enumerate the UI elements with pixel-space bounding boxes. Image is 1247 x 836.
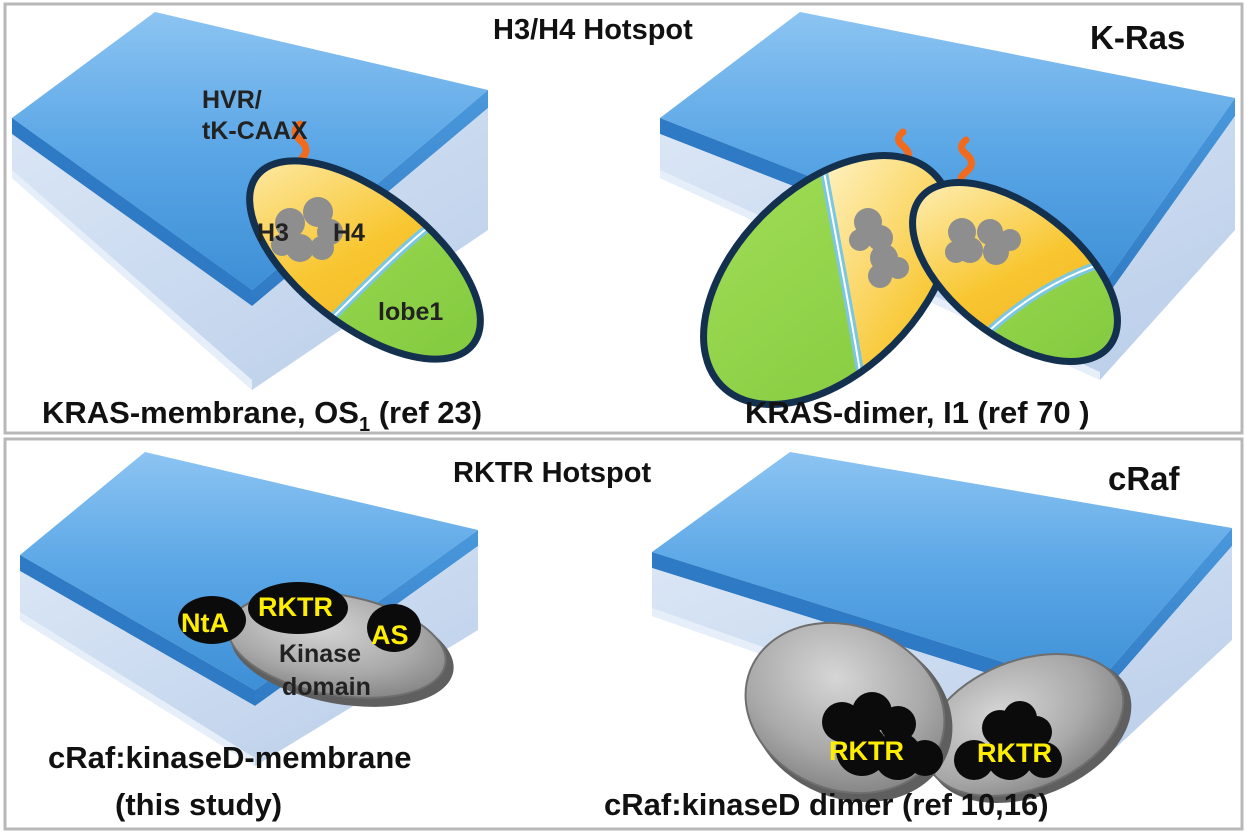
hvr-label-line2: tK-CAAX	[202, 117, 308, 145]
kras-monomer-body	[246, 157, 484, 363]
craf-kinase-membrane: NtA RKTR AS Kinase domain	[178, 582, 454, 707]
kinase-label-line2: domain	[282, 673, 371, 701]
top-left-caption: KRAS-membrane, OS1 (ref 23)	[42, 395, 482, 436]
h3-h4-hotspot-blobs-icon	[271, 197, 343, 262]
bottom-left-caption-line1: cRaf:kinaseD-membrane	[48, 740, 412, 775]
bottom-panel: RKTR Hotspot cRaf NtA RKTR AS Kinase dom…	[3, 437, 1244, 831]
bottom-hotspot-title: RKTR Hotspot	[453, 457, 651, 489]
kinase-label-line1: Kinase	[279, 640, 361, 668]
hotspot-blobs-a-icon	[849, 208, 909, 288]
top-right-caption: KRAS-dimer, I1 (ref 70 )	[745, 395, 1090, 430]
rktr-label: RKTR	[258, 592, 333, 622]
top-hotspot-title: H3/H4 Hotspot	[493, 14, 693, 46]
kras-protomer-b	[909, 179, 1121, 365]
h3-label: H3	[257, 219, 289, 247]
nta-patch-icon	[178, 596, 246, 644]
hvr-label-line1: HVR/	[202, 86, 262, 114]
craf-kinase-dimer: RKTR RKTR	[744, 621, 1132, 803]
h4-label: H4	[333, 219, 365, 247]
bottom-right-caption: cRaf:kinaseD dimer (ref 10,16)	[604, 787, 1049, 822]
top-panel: H3/H4 Hotspot K-Ras HVR/ tK-CAAX H3 H4 l…	[3, 2, 1244, 441]
hotspot-blobs-b-icon	[945, 218, 1021, 265]
kras-protomer-a	[700, 152, 956, 408]
rktr-label-a: RKTR	[829, 736, 904, 766]
bottom-left-caption-line2: (this study)	[115, 787, 282, 822]
bottom-protein-label: cRaf	[1108, 460, 1181, 497]
nta-label: NtA	[181, 608, 229, 638]
rktr-label-b: RKTR	[977, 738, 1052, 768]
rktr-patch-a-icon	[822, 692, 943, 780]
as-label: AS	[371, 620, 409, 650]
lobe1-label: lobe1	[378, 298, 443, 326]
top-protein-label: K-Ras	[1090, 19, 1185, 56]
rktr-patch-icon	[248, 582, 348, 634]
rktr-patch-b-icon	[954, 701, 1062, 780]
as-patch-icon	[367, 604, 421, 652]
